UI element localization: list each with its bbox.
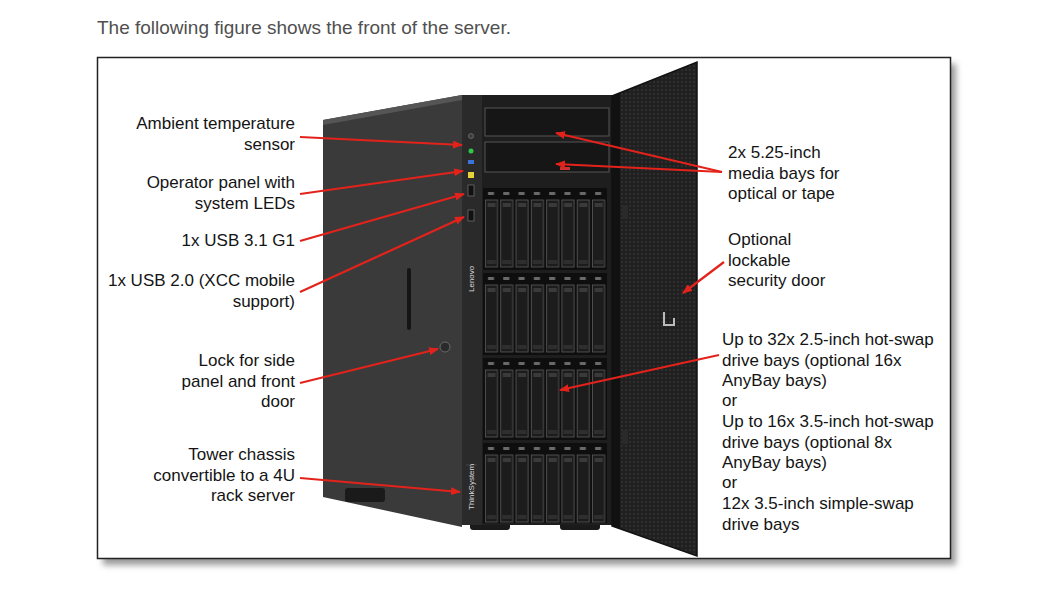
leader-arrow [556,133,722,172]
leader-arrow [556,164,722,172]
callout-label: Operator panel with system LEDs [125,173,295,214]
leader-arrow [300,478,460,492]
door-hinge [622,205,628,219]
control-strip [462,95,482,525]
leader-arrow [300,217,464,292]
drive-cage [483,273,607,355]
callout-label: Lock for side panel and front door [175,351,295,413]
brand-text: Lenovo [467,266,476,292]
leader-arrow [300,349,438,383]
lock [440,342,450,352]
drive-bays [483,443,607,523]
callout-label: Up to 32x 2.5-inch hot-swap drive bays (… [722,330,948,392]
error-led [468,172,474,178]
callout-label: Up to 16x 3.5-inch hot-swap drive bays (… [722,412,948,474]
leader-arrow [683,262,724,293]
side-panel-edge [323,95,462,125]
media-bay [485,142,609,172]
drive-cage [483,358,607,440]
door-edge [612,93,620,529]
side-panel [323,95,462,527]
leader-arrow [560,355,719,390]
callout-label: 1x USB 2.0 (XCC mobile support) [95,271,295,312]
door-latch [664,312,674,325]
id-led [468,160,474,164]
callout-label: or [722,473,948,494]
drive-cage [483,188,607,270]
foot [345,488,385,502]
callout-label: or [722,391,948,412]
usb-port [468,210,474,221]
brand-text: ThinkSystem [467,464,476,510]
drive-bays [483,273,607,355]
figure-frame [98,58,951,559]
callout-label: 2x 5.25-inch media bays for optical or t… [728,143,868,205]
callout-label: 1x USB 3.1 G1 [105,231,295,252]
usb-port [468,185,474,196]
drive-bays [483,188,607,270]
power-led [469,149,474,154]
drive-bays [483,358,607,440]
leader-arrow [300,171,463,194]
door-hinge [622,430,628,444]
figure-title: The following figure shows the front of … [97,16,511,39]
callout-label: Tower chassis convertible to a 4U rack s… [123,445,295,507]
drive-cage [483,443,607,523]
leader-arrow [300,194,464,241]
leader-arrow [300,137,462,145]
temp-sensor [469,134,474,139]
media-bay [485,108,609,136]
security-door [612,62,697,556]
callout-label: Ambient temperature sensor [120,114,295,155]
side-handle [407,268,411,330]
media-indicator [560,167,570,170]
callout-label: 12x 3.5-inch simple-swap drive bays [722,494,948,535]
callout-label: Optional lockable security door [728,230,848,292]
front-bezel [462,95,612,525]
